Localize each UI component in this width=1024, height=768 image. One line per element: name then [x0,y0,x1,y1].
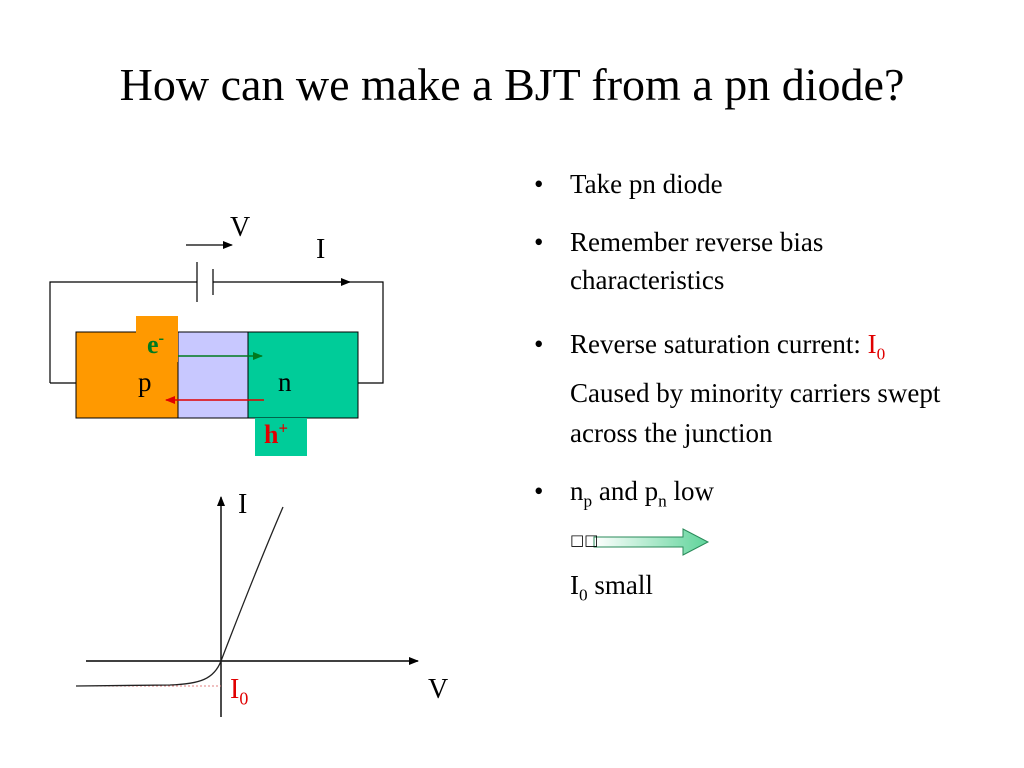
pn-main: p [644,476,659,506]
depletion-region [177,331,249,419]
n-label: n [278,367,292,397]
hole-symbol: h [264,420,279,449]
graph-y-label: I [238,489,248,520]
electron-tab [136,316,178,362]
graph-i0-main: I [230,674,240,705]
electron-charge: - [158,328,165,348]
graph-i0-label: I0 [230,674,248,708]
electron-symbol: e [147,330,159,359]
np-sub: p [583,491,593,511]
current-label: I [316,234,326,265]
bullet-text: Reverse saturation current: [570,329,868,359]
bullet-dot: • [534,227,544,257]
graph-i0-sub: 0 [239,688,249,709]
bullet-dot: • [534,476,544,506]
electron-label: e- [147,330,164,359]
p-label: p [138,367,152,397]
result-text: I0 small [570,570,653,604]
caused-by-text: Caused by minority carriers swept across… [570,378,941,448]
graph-x-label: V [428,674,449,705]
bullet-text-wrap: Reverse saturation current: I0 [570,325,990,363]
slide-title: How can we make a BJT from a pn diode? [119,59,905,110]
pn-sub: n [658,491,667,511]
voltage-label: V [230,212,251,243]
arrow-glyphs: □□ [570,531,599,549]
result-sub: 0 [579,585,588,605]
graph-iv-curve [75,506,284,687]
bullet-text: Remember reverse bias characteristics [570,227,824,295]
hole-tab [255,418,307,456]
hole-label: h+ [264,420,288,449]
result-main: I [570,570,579,600]
n-region [247,331,359,419]
np-main: n [570,476,584,506]
implies-arrow [593,528,710,556]
bullet-text-wrap: np and pn low [570,472,990,510]
bullet-text: Take pn diode [570,169,723,199]
hole-charge: + [278,418,288,438]
low-text: low [666,476,715,506]
saturation-symbol-main: I [867,329,877,359]
bullet-dot: • [534,169,544,199]
saturation-symbol-sub: 0 [876,344,886,364]
saturation-symbol: I0 [867,329,886,363]
bullet-dot: • [534,329,544,359]
and-text: and [592,476,645,506]
result-tail: small [587,570,653,600]
